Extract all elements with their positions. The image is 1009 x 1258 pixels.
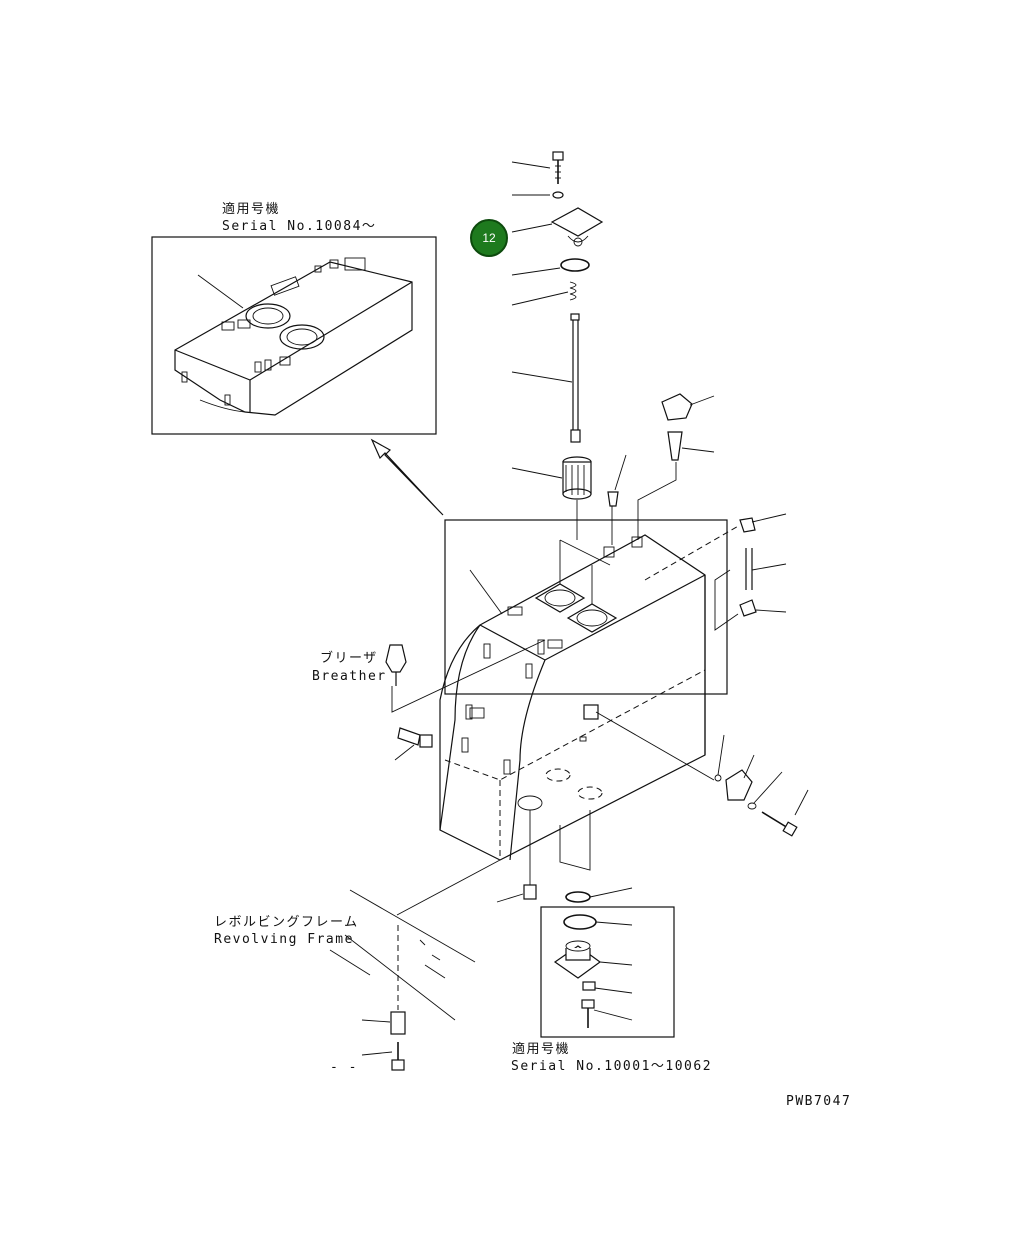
- main-tank: [439, 519, 728, 871]
- drawing-code: PWB7047: [786, 1094, 852, 1109]
- revolving-frame: [329, 859, 501, 1071]
- right-bottom-fittings: [714, 734, 809, 837]
- inset-bottom-serial: Serial No.10001〜10062: [511, 1059, 713, 1074]
- top-parts-stack: [511, 151, 604, 540]
- breather-label-en: Breather: [312, 669, 387, 684]
- small-mark: - -: [330, 1060, 358, 1075]
- inset-bottom: [540, 906, 675, 1038]
- callout-badge-12[interactable]: 12: [470, 219, 508, 257]
- inset-top: [151, 236, 437, 435]
- right-fittings: [607, 393, 787, 631]
- inset-top-serial: Serial No.10084〜: [222, 219, 377, 234]
- bottom-drain: [496, 810, 633, 903]
- breather-part: [385, 639, 546, 713]
- inset-top-label-jp: 適用号機: [222, 202, 281, 217]
- frame-label-en: Revolving Frame: [214, 932, 354, 947]
- breather-label-jp: ブリーザ: [320, 651, 378, 666]
- inset-bottom-label-jp: 適用号機: [512, 1042, 571, 1057]
- left-plug: [394, 727, 433, 761]
- frame-label-jp: レボルビングフレーム: [214, 915, 359, 930]
- inset-arrow: [370, 438, 444, 516]
